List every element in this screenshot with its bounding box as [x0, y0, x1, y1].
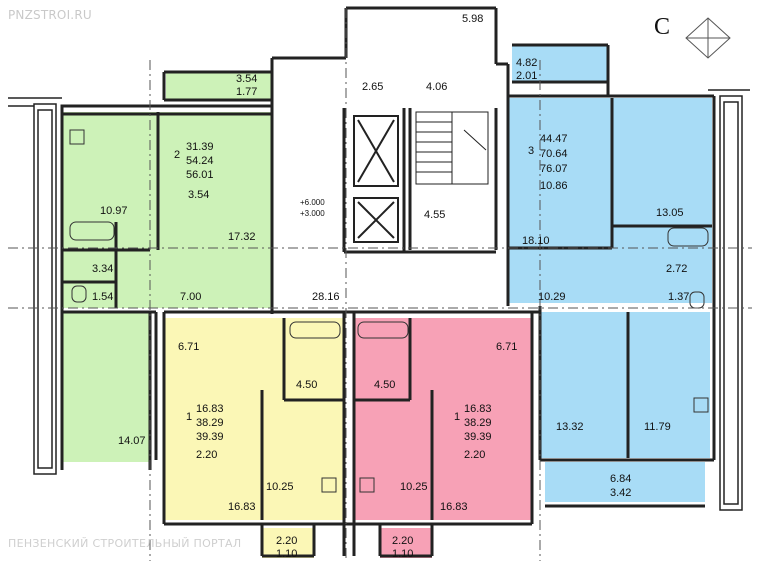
apt3-fill [508, 98, 712, 303]
apt3-rooms: 3 [528, 145, 534, 157]
apt1-right-rooms: 1 [454, 411, 460, 423]
label-hall-406: 4.06 [426, 81, 447, 93]
apt1-right-living: 16.83 [464, 403, 492, 415]
watermark-bottom: ПЕНЗЕНСКИЙ СТРОИТЕЛЬНЫЙ ПОРТАЛ [8, 537, 242, 550]
apt3-loggia: 10.86 [540, 180, 568, 192]
label-b-1810: 18.10 [522, 235, 550, 247]
apt1-left-living: 16.83 [196, 403, 224, 415]
label-b-1029: 10.29 [538, 291, 566, 303]
label-p-671: 6.71 [496, 341, 517, 353]
label-b-1305: 13.05 [656, 207, 684, 219]
label-balc-left-b: 1.77 [236, 86, 257, 98]
label-y-1025: 10.25 [266, 481, 294, 493]
apt1-right-loggia: 2.20 [464, 449, 485, 461]
label-g-700: 7.00 [180, 291, 201, 303]
apt1-left-total: 38.29 [196, 417, 224, 429]
apt3-total-loggia: 76.07 [540, 163, 568, 175]
apt2-loggia: 3.54 [188, 189, 209, 201]
compass-icon [685, 17, 731, 59]
apartment-fills [62, 45, 712, 558]
label-y-450: 4.50 [296, 379, 317, 391]
apt1-left-loggia: 2.20 [196, 449, 217, 461]
label-stair-455: 4.55 [424, 209, 445, 221]
apt2-hall-fill [150, 250, 230, 308]
apt1-left-fill [164, 318, 344, 520]
label-p-1683: 16.83 [440, 501, 468, 513]
apt1-right-fill [354, 318, 532, 520]
apt1-right-total: 38.29 [464, 417, 492, 429]
north-letter: С [654, 14, 671, 40]
label-balc-left-a: 3.54 [236, 73, 257, 85]
apt1-left-total-loggia: 39.39 [196, 431, 224, 443]
axis-lines [8, 8, 752, 561]
staircase [415, 111, 489, 185]
apt3-lower-fill [540, 312, 710, 458]
label-y-220: 2.20 [276, 535, 297, 547]
walls [60, 6, 716, 558]
label-p-1025: 10.25 [400, 481, 428, 493]
label-y-110: 1.10 [276, 548, 297, 560]
apt3-loggia-fill [545, 462, 705, 502]
label-b-1332: 13.32 [556, 421, 584, 433]
label-top-598: 5.98 [462, 13, 483, 25]
apt2-lower-room-fill [62, 312, 150, 462]
label-p-450: 4.50 [374, 379, 395, 391]
label-hall-265: 2.65 [362, 81, 383, 93]
label-corr-2816: 28.16 [312, 291, 340, 303]
apt3-living: 44.47 [540, 133, 568, 145]
label-g-1407: 14.07 [118, 435, 146, 447]
apt2-total-loggia: 56.01 [186, 169, 214, 181]
apt2-balcony-fill [166, 72, 271, 100]
label-p-110: 1.10 [392, 548, 413, 560]
apt2-total: 54.24 [186, 155, 214, 167]
apt3-total: 70.64 [540, 148, 568, 160]
apt2-living: 31.39 [186, 141, 214, 153]
plumbing-fixtures [69, 129, 709, 493]
label-balc-right-b: 2.01 [516, 70, 537, 82]
apt1-right-balcony-fill [380, 528, 432, 558]
label-y-671: 6.71 [178, 341, 199, 353]
label-b-342: 3.42 [610, 487, 631, 499]
label-b-137: 1.37 [668, 291, 689, 303]
apt1-left-balcony-fill [262, 528, 314, 558]
watermark-top: PNZSTROI.RU [8, 8, 92, 22]
label-g-154: 1.54 [92, 291, 113, 303]
label-g-1732: 17.32 [228, 231, 256, 243]
label-elev-a: +6.000 [300, 198, 325, 207]
label-y-1683: 16.83 [228, 501, 256, 513]
label-balc-right-a: 4.82 [516, 57, 537, 69]
apt1-right-total-loggia: 39.39 [464, 431, 492, 443]
apt1-left-rooms: 1 [186, 411, 192, 423]
label-p-220: 2.20 [392, 535, 413, 547]
label-elev-b: +3.000 [300, 209, 325, 218]
apt3-balcony-fill [512, 45, 607, 82]
label-b-1179: 11.79 [644, 421, 671, 433]
label-g-334: 3.34 [92, 263, 113, 275]
label-b-272: 2.72 [666, 263, 687, 275]
elevator-shafts [353, 115, 399, 243]
label-b-684: 6.84 [610, 473, 631, 485]
label-g-1097: 10.97 [100, 205, 128, 217]
outer-walls [8, 89, 750, 511]
apt2-rooms: 2 [174, 149, 180, 161]
